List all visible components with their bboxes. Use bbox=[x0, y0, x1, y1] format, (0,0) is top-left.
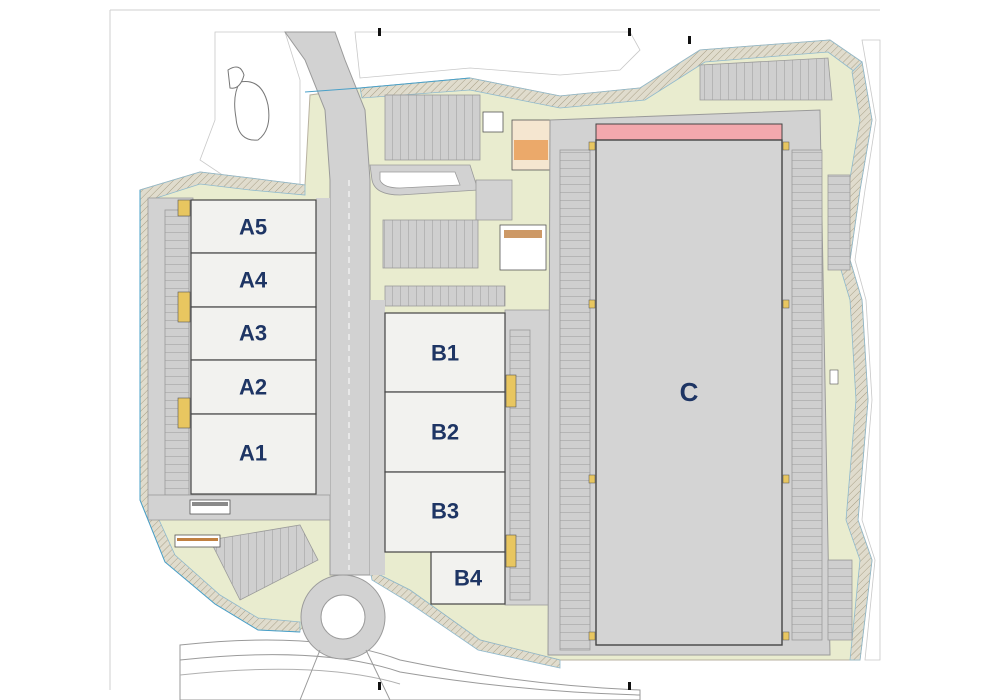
unit-label-a4: A4 bbox=[239, 268, 268, 293]
zone-a-buildings bbox=[190, 199, 317, 495]
zone-a-kiosk-detail bbox=[177, 538, 218, 541]
zone-a-gatehouse-detail bbox=[192, 502, 228, 506]
unit-a3-office-pod bbox=[177, 291, 191, 323]
north-island bbox=[379, 171, 461, 189]
unit-label-c: C bbox=[680, 377, 699, 407]
unit-label-b1: B1 bbox=[431, 341, 459, 366]
offsite-land-east bbox=[854, 39, 881, 661]
unit-label-a3: A3 bbox=[239, 321, 267, 346]
unit-a1-office-pod bbox=[177, 397, 191, 429]
drainage-line-north bbox=[304, 77, 471, 93]
unit-a1-building[interactable] bbox=[190, 413, 317, 495]
zone-c-east-lorry-park bbox=[827, 174, 851, 271]
embankment-south bbox=[369, 569, 561, 669]
unit-b2-building[interactable] bbox=[384, 391, 506, 473]
zone-a-parking-west bbox=[164, 209, 190, 496]
north-car-park bbox=[384, 94, 481, 161]
pond bbox=[234, 80, 270, 141]
unit-b1-building[interactable] bbox=[384, 312, 506, 393]
zone-a-access-road bbox=[316, 198, 330, 498]
unit-label-a2: A2 bbox=[239, 375, 267, 400]
zone-b-north-parking bbox=[382, 219, 479, 269]
unit-c-canopy bbox=[595, 123, 783, 141]
zone-b-parking-strip bbox=[384, 285, 506, 307]
unit-label-b4: B4 bbox=[454, 566, 483, 591]
drainage-line-west bbox=[139, 190, 301, 633]
unit-b3-building[interactable] bbox=[384, 471, 506, 553]
zone-c-north-car-park bbox=[699, 57, 833, 101]
unit-c-dock-markers bbox=[588, 141, 790, 641]
offsite-land-northeast bbox=[354, 31, 641, 79]
roundabout-link-south bbox=[299, 649, 391, 700]
zone-c-east-strip bbox=[827, 559, 853, 641]
zone-b-gatehouse-detail bbox=[504, 230, 542, 238]
zone-b-west-road bbox=[370, 300, 385, 575]
zone-c-car-park-east bbox=[791, 149, 823, 641]
zone-b-buildings bbox=[384, 312, 506, 605]
unit-b3-office-pod bbox=[505, 534, 517, 568]
zone-c-car-park-west bbox=[559, 149, 591, 651]
southern-highway-lane bbox=[179, 654, 641, 696]
unit-a3-building[interactable] bbox=[190, 306, 317, 361]
unit-b1-office-pod bbox=[505, 374, 517, 408]
amenity-path bbox=[475, 179, 513, 221]
unit-label-a5: A5 bbox=[239, 215, 267, 240]
unit-labels: A5 A4 A3 A2 A1 B1 B2 B3 B4 C bbox=[239, 215, 699, 591]
unit-label-a1: A1 bbox=[239, 441, 267, 466]
unit-a4-building[interactable] bbox=[190, 252, 317, 308]
unit-label-b2: B2 bbox=[431, 420, 459, 445]
pond-small bbox=[227, 66, 245, 89]
unit-label-b3: B3 bbox=[431, 499, 459, 524]
zone-c-gatehouse bbox=[829, 369, 839, 385]
amenity-kiosk bbox=[482, 111, 504, 133]
unit-b4-building[interactable] bbox=[430, 551, 506, 605]
amenity-building-detail bbox=[514, 140, 548, 160]
unit-c-building[interactable] bbox=[595, 139, 783, 646]
unit-a2-building[interactable] bbox=[190, 359, 317, 415]
unit-a5-building[interactable] bbox=[190, 199, 317, 254]
zone-a-south-yard bbox=[147, 494, 331, 521]
unit-a5-office-pod bbox=[177, 199, 191, 217]
zone-a-south-parking bbox=[209, 524, 319, 601]
survey-marks bbox=[378, 28, 691, 690]
roundabout-island bbox=[320, 594, 366, 640]
